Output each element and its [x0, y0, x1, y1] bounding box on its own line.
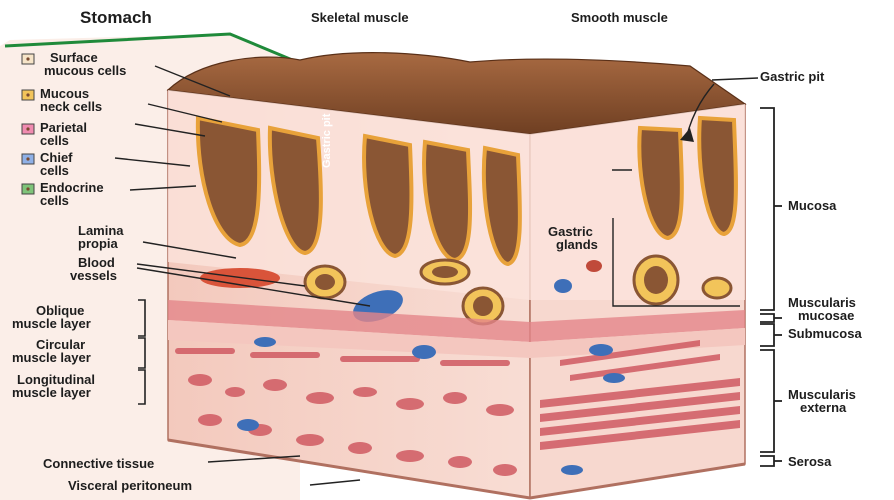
muscularis-externa-2: externa	[800, 401, 846, 415]
circular-2: muscle layer	[12, 351, 91, 365]
legend-parietal-2: cells	[40, 134, 69, 148]
muscularis-mucosae-2: mucosae	[798, 309, 854, 323]
legend-endocrine-2: cells	[40, 194, 69, 208]
serosa-label: Serosa	[788, 455, 831, 469]
oblique-2: muscle layer	[12, 317, 91, 331]
gastric-pit-label: Gastric pit	[760, 70, 824, 84]
legend-mucous-neck-2: neck cells	[40, 100, 102, 114]
skeletal-muscle-label: Skeletal muscle	[311, 11, 409, 25]
mucosa-label: Mucosa	[788, 199, 836, 213]
visceral-peritoneum: Visceral peritoneum	[68, 479, 192, 493]
longitudinal-2: muscle layer	[12, 386, 91, 400]
gastric-glands-2: glands	[556, 238, 598, 252]
submucosa-label: Submucosa	[788, 327, 862, 341]
blood-vessels-2: vessels	[70, 269, 117, 283]
legend-surface-mucous-2: mucous cells	[44, 64, 126, 78]
legend-chief-2: cells	[40, 164, 69, 178]
lamina-propia-2: propia	[78, 237, 118, 251]
stomach-title: Stomach	[80, 9, 152, 27]
connective-tissue: Connective tissue	[43, 457, 154, 471]
right-brackets	[760, 108, 782, 466]
smooth-muscle-label: Smooth muscle	[571, 11, 668, 25]
gastric-pit-vertical-label: Gastric pit	[320, 114, 334, 168]
